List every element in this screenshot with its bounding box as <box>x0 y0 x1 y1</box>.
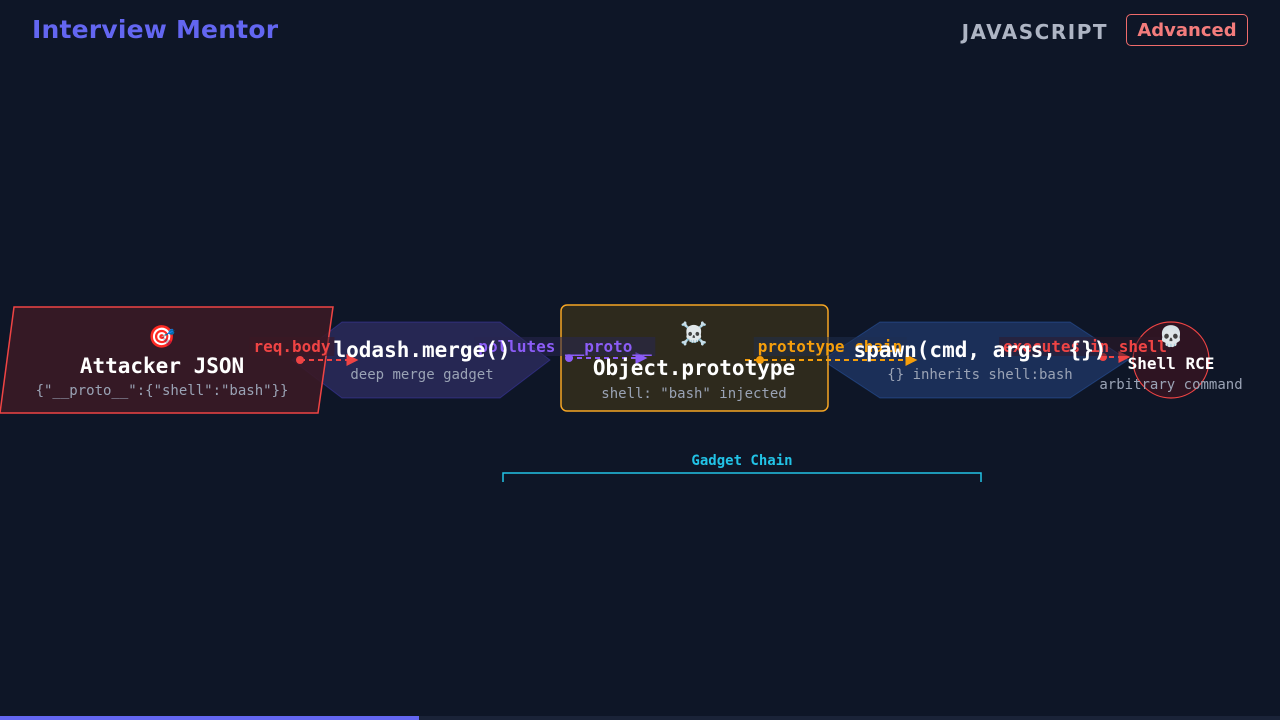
edge-dot-pollutes <box>565 354 573 362</box>
dart-target-icon: 🎯 <box>148 325 176 350</box>
merge-node-title: lodash.merge() <box>333 338 511 362</box>
edge-dot-req-body <box>296 356 304 364</box>
progress-track <box>0 716 1280 720</box>
edge-label-pollutes: pollutes __proto__ <box>474 337 656 356</box>
attacker-node-title: Attacker JSON <box>79 354 245 378</box>
gadget-chain-bracket <box>502 472 982 482</box>
spawn-node-subtitle: {} inherits shell:bash <box>887 367 1073 383</box>
edge-label-executes: executes in shell <box>999 337 1171 356</box>
difficulty-badge: Advanced <box>1126 14 1248 46</box>
language-label: JAVASCRIPT <box>961 20 1108 44</box>
attacker-node-subtitle: {"__proto__":{"shell":"bash"}} <box>35 383 289 399</box>
edge-label-prototype-chain: prototype chain <box>753 337 907 356</box>
prototype-node-shape <box>560 304 829 412</box>
skull-icon: 💀 <box>1158 324 1184 348</box>
merge-node-subtitle: deep merge gadget <box>350 367 494 383</box>
prototype-node-title: Object.prototype <box>592 356 796 380</box>
app-title: Interview Mentor <box>32 15 279 44</box>
skull-crossbones-icon: ☠️ <box>680 322 708 347</box>
progress-fill <box>0 716 419 720</box>
attacker-node-shape <box>0 306 334 414</box>
edge-dot-prototype-chain <box>756 356 764 364</box>
spawn-node-title: spawn(cmd, args, {}) <box>853 338 1107 362</box>
rce-node-title: Shell RCE <box>1127 354 1215 373</box>
edge-label-req-body: req.body <box>249 337 335 356</box>
prototype-node-subtitle: shell: "bash" injected <box>601 386 787 402</box>
gadget-chain-label: Gadget Chain <box>691 453 793 469</box>
rce-node-subtitle: arbitrary command <box>1099 377 1243 393</box>
